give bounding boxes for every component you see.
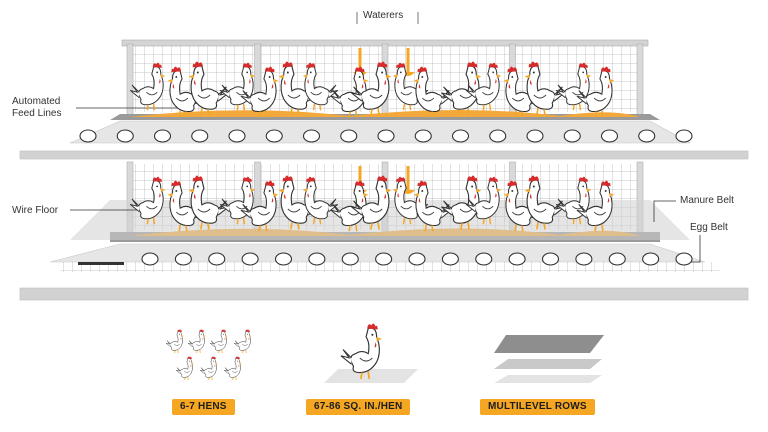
waterer-pipe — [358, 166, 362, 190]
egg — [153, 129, 172, 143]
egg — [638, 129, 656, 143]
label-manure-belt: Manure Belt — [680, 195, 734, 206]
egg — [489, 129, 507, 143]
egg — [340, 129, 358, 143]
leader-egg-belt — [690, 235, 701, 263]
legend-small-hen — [187, 328, 207, 354]
label-egg-belt: Egg Belt — [690, 222, 728, 233]
egg — [508, 252, 526, 266]
waterer-pipe — [358, 48, 362, 72]
legend-floor-plate — [324, 369, 418, 383]
egg — [79, 129, 97, 143]
egg — [675, 129, 693, 143]
legend-small-hen — [165, 328, 185, 354]
egg — [174, 252, 192, 266]
floor-platform — [19, 287, 749, 301]
egg — [441, 252, 459, 266]
egg — [308, 252, 326, 266]
egg — [526, 129, 544, 143]
legend-layer-middle — [494, 359, 602, 369]
egg — [642, 252, 660, 266]
badge-hens-per-cage: 6-7 HENS — [172, 399, 235, 415]
egg — [451, 129, 470, 143]
legend-small-hen — [175, 355, 195, 381]
waterer-pipe — [406, 48, 410, 72]
egg — [475, 252, 493, 266]
egg — [116, 129, 134, 143]
egg — [191, 129, 209, 143]
egg — [563, 129, 581, 143]
egg — [608, 252, 626, 266]
egg — [675, 252, 693, 266]
cage-post — [126, 43, 134, 119]
egg — [208, 252, 226, 266]
cage-post — [636, 43, 644, 119]
egg — [600, 129, 619, 143]
legend-small-hen — [199, 355, 219, 381]
legend-small-hen — [209, 328, 229, 354]
egg — [541, 252, 560, 266]
label-waterers: Waterers — [363, 10, 404, 21]
badge-multilevel-rows: MULTILEVEL ROWS — [480, 399, 595, 415]
egg — [377, 129, 395, 143]
label-wire-floor: Wire Floor — [12, 205, 59, 216]
egg-belt-mesh — [60, 262, 720, 272]
legend-small-hen — [233, 328, 253, 354]
egg — [274, 252, 293, 266]
tier-top-platform — [19, 150, 749, 160]
badge-space-per-hen: 67-86 SQ. IN./HEN — [306, 399, 411, 415]
legend-layer-top — [494, 335, 604, 353]
belt-slot — [78, 262, 124, 265]
egg — [408, 252, 426, 266]
egg — [241, 252, 259, 266]
egg — [575, 252, 593, 266]
egg — [375, 252, 393, 266]
egg — [141, 252, 159, 266]
waterer-pipe — [406, 166, 410, 190]
egg — [228, 129, 246, 143]
egg — [302, 129, 321, 143]
legend-small-hen — [223, 355, 243, 381]
leader-manure-belt — [653, 200, 676, 222]
egg — [414, 129, 432, 143]
legend-layer-bottom — [494, 375, 602, 383]
label-automated-feed-lines: Automated Feed Lines — [12, 96, 62, 119]
egg — [341, 252, 359, 266]
waterers-bracket — [356, 12, 419, 24]
egg — [265, 129, 283, 143]
